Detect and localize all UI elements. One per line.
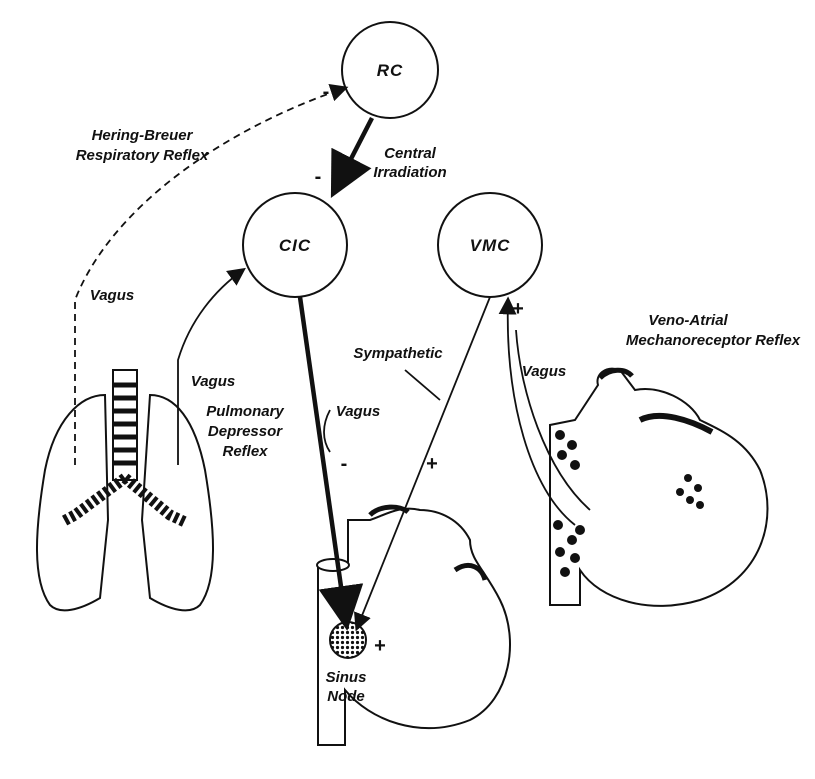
- heart-sinus-illustration: [317, 507, 510, 745]
- hering-breuer-label-1: Hering-Breuer: [92, 127, 194, 144]
- vmc-label: VMC: [470, 236, 511, 255]
- cic-label: CIC: [279, 236, 311, 255]
- sinus-node-label-1: Sinus: [326, 669, 367, 686]
- rc-input-sign: -: [323, 81, 330, 103]
- sympathetic-sign: +: [426, 453, 438, 475]
- central-irradiation-arrow: [335, 118, 372, 190]
- sinus-node-label-2: Node: [327, 688, 365, 705]
- sinus-node: [330, 622, 366, 658]
- vagus-pulmonary-label: Vagus: [191, 373, 235, 390]
- sympathetic-label: Sympathetic: [353, 345, 443, 362]
- rc-label: RC: [377, 61, 404, 80]
- vmc-input-sign: +: [512, 298, 524, 320]
- pulmonary-reflex-label-2: Depressor: [208, 423, 283, 440]
- heart-veno-atrial-illustration: [550, 369, 768, 606]
- central-irradiation-label-2: Irradiation: [373, 164, 446, 181]
- sympathetic-pointer-line: [405, 370, 440, 400]
- veno-atrial-label-1: Veno-Atrial: [648, 312, 728, 329]
- vagus-lung-label: Vagus: [90, 287, 134, 304]
- vagus-pointer-line: [324, 410, 330, 452]
- vagus-cic-label: Vagus: [336, 403, 380, 420]
- pulmonary-reflex-label-1: Pulmonary: [206, 403, 284, 420]
- pulmonary-reflex-label-3: Reflex: [222, 443, 268, 460]
- cic-top-sign: -: [315, 166, 322, 188]
- veno-atrial-label-2: Mechanoreceptor Reflex: [626, 332, 801, 349]
- vagus-cic-sign: -: [341, 453, 348, 475]
- lungs-illustration: [37, 370, 213, 610]
- cic-left-sign: -: [232, 261, 239, 283]
- sinus-node-sign: +: [374, 635, 386, 657]
- hering-breuer-label-2: Respiratory Reflex: [76, 147, 209, 164]
- central-irradiation-label-1: Central: [384, 145, 437, 162]
- vagus-vmc-label: Vagus: [522, 363, 566, 380]
